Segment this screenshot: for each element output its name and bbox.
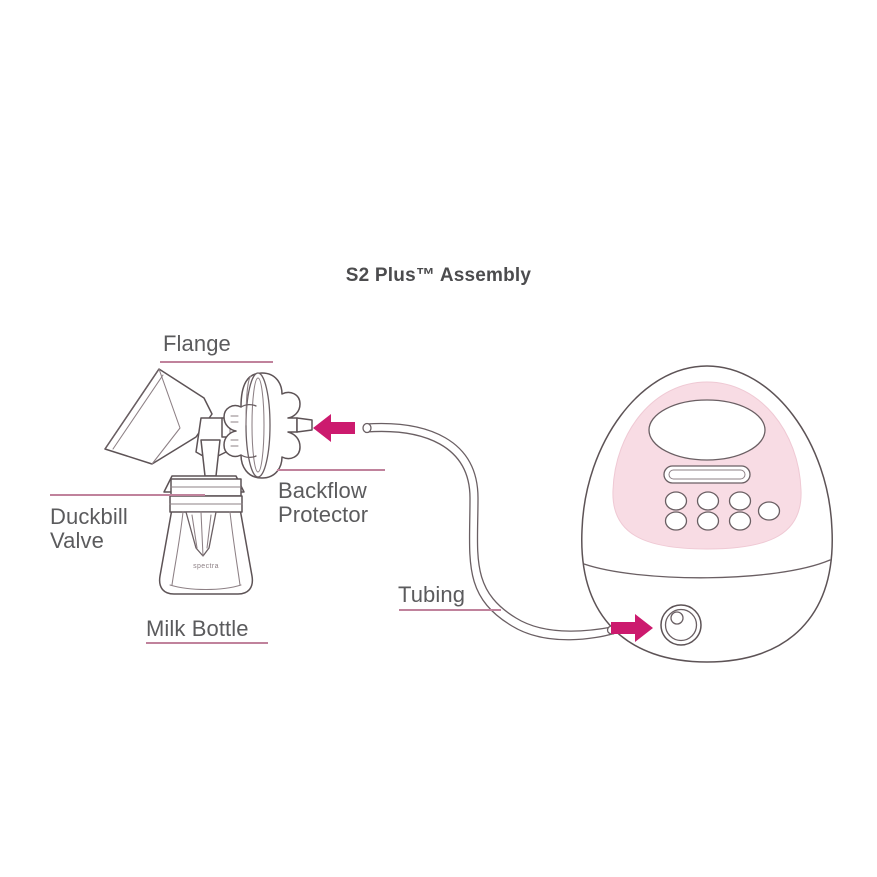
page-title: S2 Plus™ Assembly bbox=[345, 265, 532, 286]
backflow-ribs bbox=[230, 415, 239, 447]
tubing-line-a bbox=[365, 422, 613, 632]
pump-button-2[interactable] bbox=[696, 491, 720, 511]
label-flange: Flange bbox=[163, 331, 231, 356]
label-duckbill-valve: Duckbill Valve bbox=[50, 504, 128, 553]
pump-unit bbox=[581, 365, 833, 663]
tubing-part bbox=[362, 422, 618, 641]
tubing-line-b bbox=[365, 430, 613, 641]
label-milk-bottle: Milk Bottle bbox=[146, 616, 249, 641]
leader-lines bbox=[50, 361, 501, 644]
flange-part bbox=[104, 368, 249, 493]
flange-stem bbox=[200, 439, 221, 477]
label-tubing: Tubing bbox=[398, 582, 466, 607]
pump-button-5[interactable] bbox=[696, 511, 720, 531]
bottle-inner-wall bbox=[171, 511, 241, 586]
backflow-membrane-inner bbox=[251, 377, 265, 473]
flange-inner-edge bbox=[112, 374, 164, 450]
pump-port-inner bbox=[664, 608, 698, 642]
pump-button-7[interactable] bbox=[757, 501, 781, 521]
bottle-collar-rim bbox=[169, 486, 243, 505]
pump-button-4[interactable] bbox=[664, 511, 688, 531]
arrow-to-backflow-icon bbox=[313, 414, 355, 442]
pump-button-1[interactable] bbox=[664, 491, 688, 511]
pump-button-3[interactable] bbox=[728, 491, 752, 511]
flow-arrows bbox=[313, 414, 653, 642]
backflow-membrane-outer bbox=[245, 372, 271, 478]
bottle-bottom-curve bbox=[169, 584, 242, 590]
flange-inner-fold bbox=[151, 368, 181, 465]
pump-port-pin bbox=[670, 611, 684, 625]
duckbill-valve-crease bbox=[191, 511, 212, 557]
duckbill-valve-part bbox=[185, 511, 217, 557]
pump-display bbox=[663, 465, 751, 484]
pump-display-inner bbox=[668, 469, 746, 480]
backflow-protector-part bbox=[223, 372, 313, 479]
backflow-nozzle bbox=[296, 417, 313, 433]
tubing-end-flange bbox=[362, 422, 372, 434]
pump-handle-cutout bbox=[648, 399, 766, 461]
bottle-brand-mark: spectra bbox=[193, 563, 219, 570]
flange-cone-rim bbox=[104, 368, 160, 450]
pump-port-outer[interactable] bbox=[660, 604, 702, 646]
label-backflow-protector: Backflow Protector bbox=[278, 478, 369, 527]
backflow-disc-left bbox=[245, 375, 252, 426]
arrow-to-pump-port-icon bbox=[611, 614, 653, 642]
backflow-collar bbox=[240, 403, 257, 459]
pump-button-6[interactable] bbox=[728, 511, 752, 531]
pump-body-seam bbox=[583, 559, 831, 579]
